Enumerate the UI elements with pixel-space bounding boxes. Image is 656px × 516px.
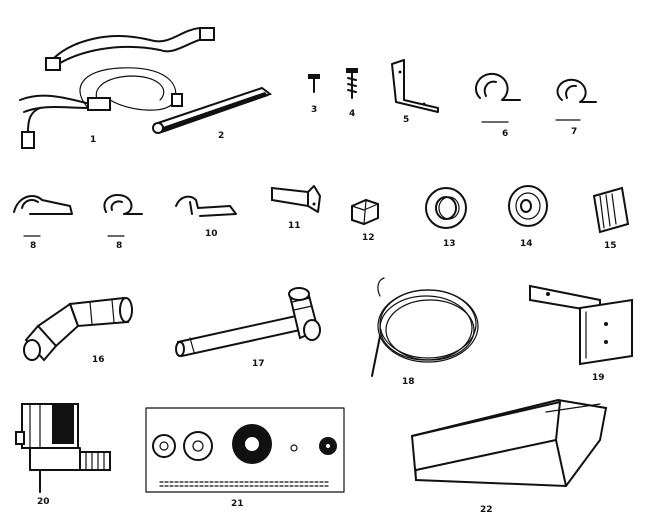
- pad-icon: [592, 186, 630, 234]
- bracket-icon: [271, 185, 321, 213]
- elbow-tube-icon: [23, 296, 133, 362]
- part-label: 14: [520, 239, 533, 249]
- clamp-icon: [475, 72, 521, 123]
- part-label: 13: [443, 239, 456, 249]
- part-label: 1: [90, 135, 96, 145]
- nut-icon: [351, 198, 379, 226]
- part-label: 2: [218, 131, 224, 141]
- foam-strip-icon: [152, 86, 273, 134]
- mounting-plate-icon: [529, 284, 633, 366]
- clamp-icon: [555, 78, 597, 121]
- part-label: 3: [311, 105, 317, 115]
- part-label: 10: [205, 229, 218, 239]
- part-label: 12: [362, 233, 375, 243]
- screw-icon: [308, 74, 320, 93]
- part-label: 17: [252, 359, 265, 369]
- part-label: 19: [592, 373, 605, 383]
- part-label: 11: [288, 221, 301, 231]
- part-label: 5: [403, 115, 409, 125]
- part-label: 21: [231, 499, 244, 509]
- angle-bracket-icon: [391, 59, 439, 113]
- clip-icon: [175, 195, 237, 217]
- part-label: 15: [604, 241, 617, 251]
- water-valve-icon: [15, 403, 111, 493]
- clip-icon: [103, 194, 143, 237]
- part-label: 8: [116, 241, 122, 251]
- washer-icon: [508, 185, 548, 227]
- coiled-tube-icon: [371, 277, 479, 377]
- part-label: 7: [571, 127, 577, 137]
- part-label: 6: [502, 129, 508, 139]
- fitting-kit-icon: [145, 407, 345, 493]
- part-label: 16: [92, 355, 105, 365]
- part-label: 22: [480, 505, 493, 515]
- fill-tube-icon: [175, 287, 321, 358]
- part-label: 4: [349, 109, 355, 119]
- ice-bin-icon: [410, 398, 608, 488]
- clip-icon: [13, 195, 73, 237]
- grommet-icon: [425, 187, 467, 229]
- screw-icon: [346, 68, 358, 99]
- wiring-harness-icon: [19, 27, 215, 149]
- part-label: 18: [402, 377, 415, 387]
- part-label: 8: [30, 241, 36, 251]
- part-label: 20: [37, 497, 50, 507]
